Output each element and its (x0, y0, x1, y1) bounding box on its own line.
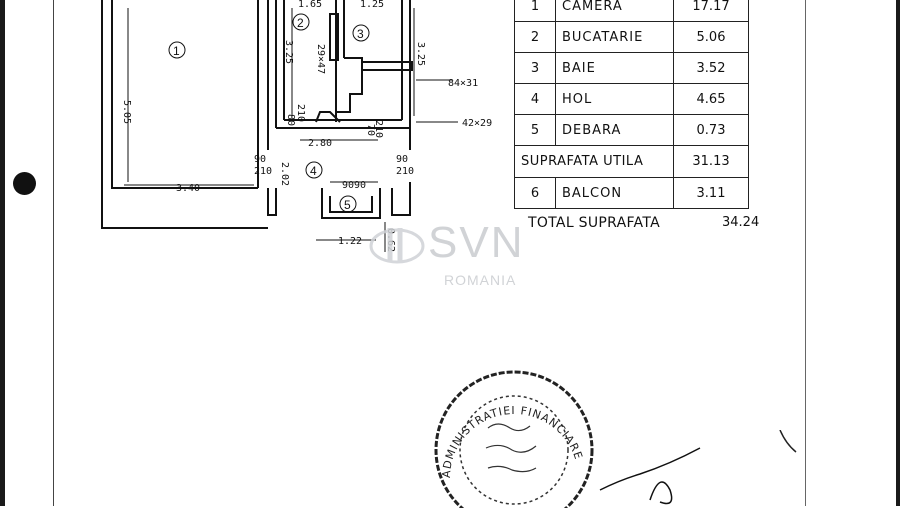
signature (599, 430, 797, 505)
room-area: 4.65 (673, 83, 749, 115)
dim-room1-width: 3.40 (176, 183, 200, 194)
dim-bath-door: 80 (285, 114, 296, 126)
room-number-3: 3 (357, 27, 364, 41)
paper-right-border (805, 0, 806, 506)
dim-hall-height: 2.02 (279, 162, 290, 186)
room-name: BAIE (555, 52, 674, 84)
util-label: SUPRAFATA UTILA (514, 145, 674, 178)
areas-table: 1 CAMERA 17.17 2 BUCATARIE 5.06 3 BAIE 3… (514, 0, 749, 209)
dim-door1: 90 (254, 154, 266, 165)
room-area: 0.73 (673, 114, 749, 146)
util-value: 31.13 (673, 145, 749, 178)
table-row: 3 BAIE 3.52 (514, 52, 749, 84)
room-name: BALCON (555, 177, 674, 209)
page-edge-left (0, 0, 5, 506)
dim-door2b: 210 (396, 166, 414, 177)
paper-left-border (53, 0, 54, 506)
row-number: 1 (514, 0, 556, 22)
room-name: BUCATARIE (555, 21, 674, 53)
dim-vent-right: 84×31 (448, 78, 478, 89)
total-label: TOTAL SUPRAFATA (528, 215, 660, 231)
room-name: CAMERA (555, 0, 674, 22)
page-edge-right (896, 0, 900, 506)
room-number-5: 5 (344, 198, 351, 212)
room-area: 3.52 (673, 52, 749, 84)
table-row: 2 BUCATARIE 5.06 (514, 21, 749, 53)
dim-vent-right2: 42×29 (462, 118, 492, 129)
row-number: 5 (514, 114, 556, 146)
room-number-1: 1 (173, 44, 180, 58)
dim-door1b: 210 (254, 166, 272, 177)
punch-hole (13, 172, 36, 195)
total-value: 34.24 (722, 215, 760, 230)
util-row: SUPRAFATA UTILA 31.13 (514, 145, 749, 178)
dim-room2-height: 3.25 (283, 40, 294, 64)
dim-small-210: 210 (373, 120, 384, 138)
dim-left-height: 5.05 (121, 100, 132, 124)
dim-bath-door2: 210 (295, 104, 306, 122)
room-number-4: 4 (310, 164, 317, 178)
watermark-brand: SVN (428, 218, 525, 267)
dim-room3-height: 3.25 (415, 42, 426, 66)
room-area: 3.11 (673, 177, 749, 209)
room1-outer-wall (101, 0, 268, 229)
dim-room3-top: 1.25 (360, 0, 384, 10)
row-number: 3 (514, 52, 556, 84)
dim-door2: 90 (396, 154, 408, 165)
room1-inner-wall (111, 0, 258, 189)
dim-mid-width: 2.80 (308, 138, 332, 149)
row-number: 4 (514, 83, 556, 115)
row-number: 2 (514, 21, 556, 53)
dim-small-70: 70 (365, 124, 376, 136)
dim-balcony-door2: 90 (354, 180, 366, 191)
room-area: 5.06 (673, 21, 749, 53)
room-name: HOL (555, 83, 674, 115)
dim-room2-top: 1.65 (298, 0, 322, 10)
room-name: DEBARA (555, 114, 674, 146)
watermark-sub: ROMANIA (444, 272, 517, 288)
official-stamp: ADMINISTRATIEI FINANCIARE (434, 370, 594, 508)
dim-balcony-width: 1.22 (338, 236, 362, 247)
row-number: 6 (514, 177, 556, 209)
dim-room2-door: 29×47 (315, 44, 326, 74)
table-row: 5 DEBARA 0.73 (514, 114, 749, 146)
watermark-logo-icon (369, 228, 425, 264)
table-row: 4 HOL 4.65 (514, 83, 749, 115)
room-number-2: 2 (297, 16, 304, 30)
table-row: 6 BALCON 3.11 (514, 177, 749, 209)
room-area: 17.17 (673, 0, 749, 22)
table-row: 1 CAMERA 17.17 (514, 0, 749, 22)
dim-balcony-door: 90 (342, 180, 354, 191)
